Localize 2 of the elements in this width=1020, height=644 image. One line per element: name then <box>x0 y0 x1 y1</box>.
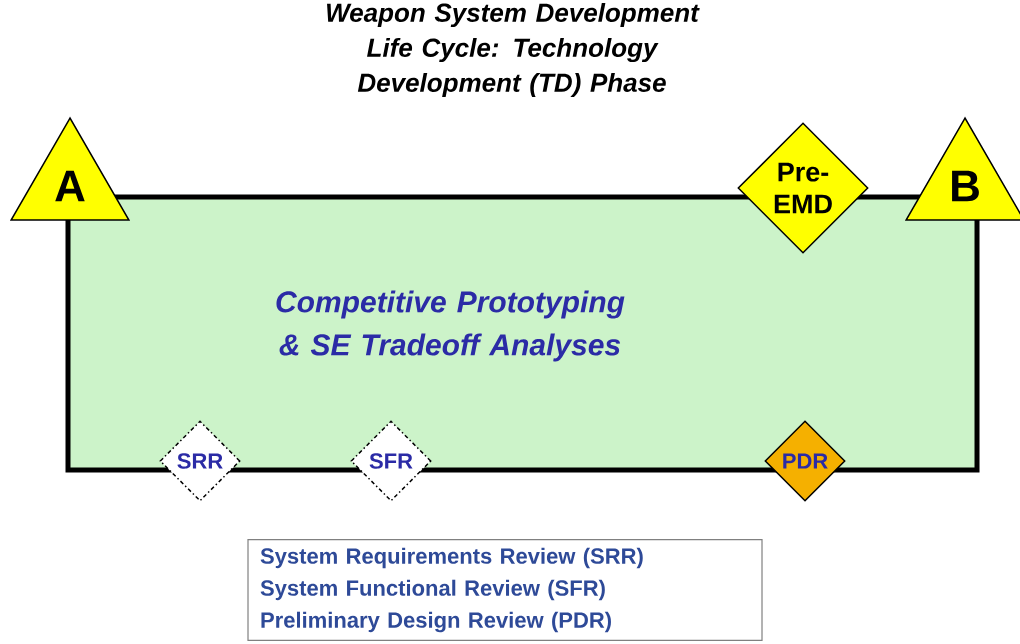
legend-box: System Requirements Review (SRR) System Functional Review (SFR) Preliminary Design Review (PDR) <box>247 539 763 641</box>
title: Weapon System Development Life Cycle: Technology Development (TD) Phase <box>327 2 700 98</box>
